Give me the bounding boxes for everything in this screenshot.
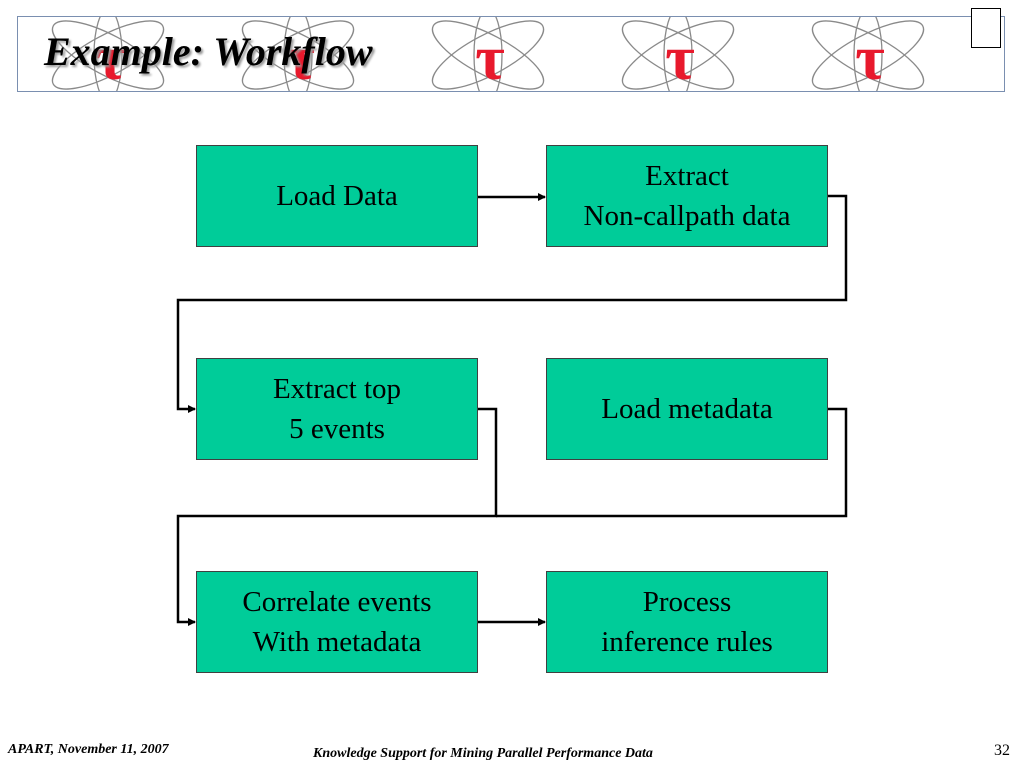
- page-number: 32: [994, 742, 1010, 759]
- edge-extract-non-callpath-to-extract-top-events: [176, 194, 848, 413]
- node-correlate-events: Correlate events With metadata: [196, 571, 478, 673]
- title-banner: τ τ τ τ τ: [17, 16, 1005, 92]
- node-label-line: Load Data: [276, 180, 398, 212]
- node-label-line: Load metadata: [601, 393, 773, 425]
- tau-logo-icon: τ: [475, 22, 505, 92]
- node-label-line: inference rules: [601, 626, 773, 658]
- node-extract-non-callpath: Extract Non-callpath data: [546, 145, 828, 247]
- footer-title: Knowledge Support for Mining Parallel Pe…: [313, 746, 653, 761]
- tau-logo-icon: τ: [665, 22, 695, 92]
- node-label-line: Extract: [645, 160, 729, 192]
- atom-orbit-icon: [811, 17, 925, 91]
- footer-date: APART, November 11, 2007: [8, 742, 169, 757]
- node-label-line: 5 events: [289, 413, 385, 445]
- node-label-line: Non-callpath data: [583, 200, 791, 232]
- node-process-inference: Process inference rules: [546, 571, 828, 673]
- atom-banner-graphic: τ τ τ τ τ: [51, 17, 925, 92]
- tau-logo-icon: τ: [285, 22, 315, 92]
- node-load-data: Load Data: [196, 145, 478, 247]
- edge-load-metadata-to-correlate-events: [496, 407, 848, 518]
- node-load-metadata: Load metadata: [546, 358, 828, 460]
- node-label-line: With metadata: [252, 626, 422, 658]
- tau-logo-icon: τ: [855, 22, 885, 92]
- node-label-line: Extract top: [272, 373, 402, 405]
- node-extract-top-events: Extract top 5 events: [196, 358, 478, 460]
- atom-orbit-icon: [241, 17, 355, 91]
- atom-orbit-icon: [621, 17, 735, 91]
- atom-orbit-icon: [431, 17, 545, 91]
- node-label-line: Correlate events: [242, 586, 432, 618]
- atom-orbit-icon: [51, 17, 165, 91]
- tau-logo-icon: τ: [95, 22, 125, 92]
- edge-extract-top-events-to-correlate-events: [176, 407, 498, 626]
- corner-box: [971, 8, 1001, 48]
- node-label-line: Process: [642, 586, 732, 618]
- slide-title: Example: Workflow: [44, 29, 373, 74]
